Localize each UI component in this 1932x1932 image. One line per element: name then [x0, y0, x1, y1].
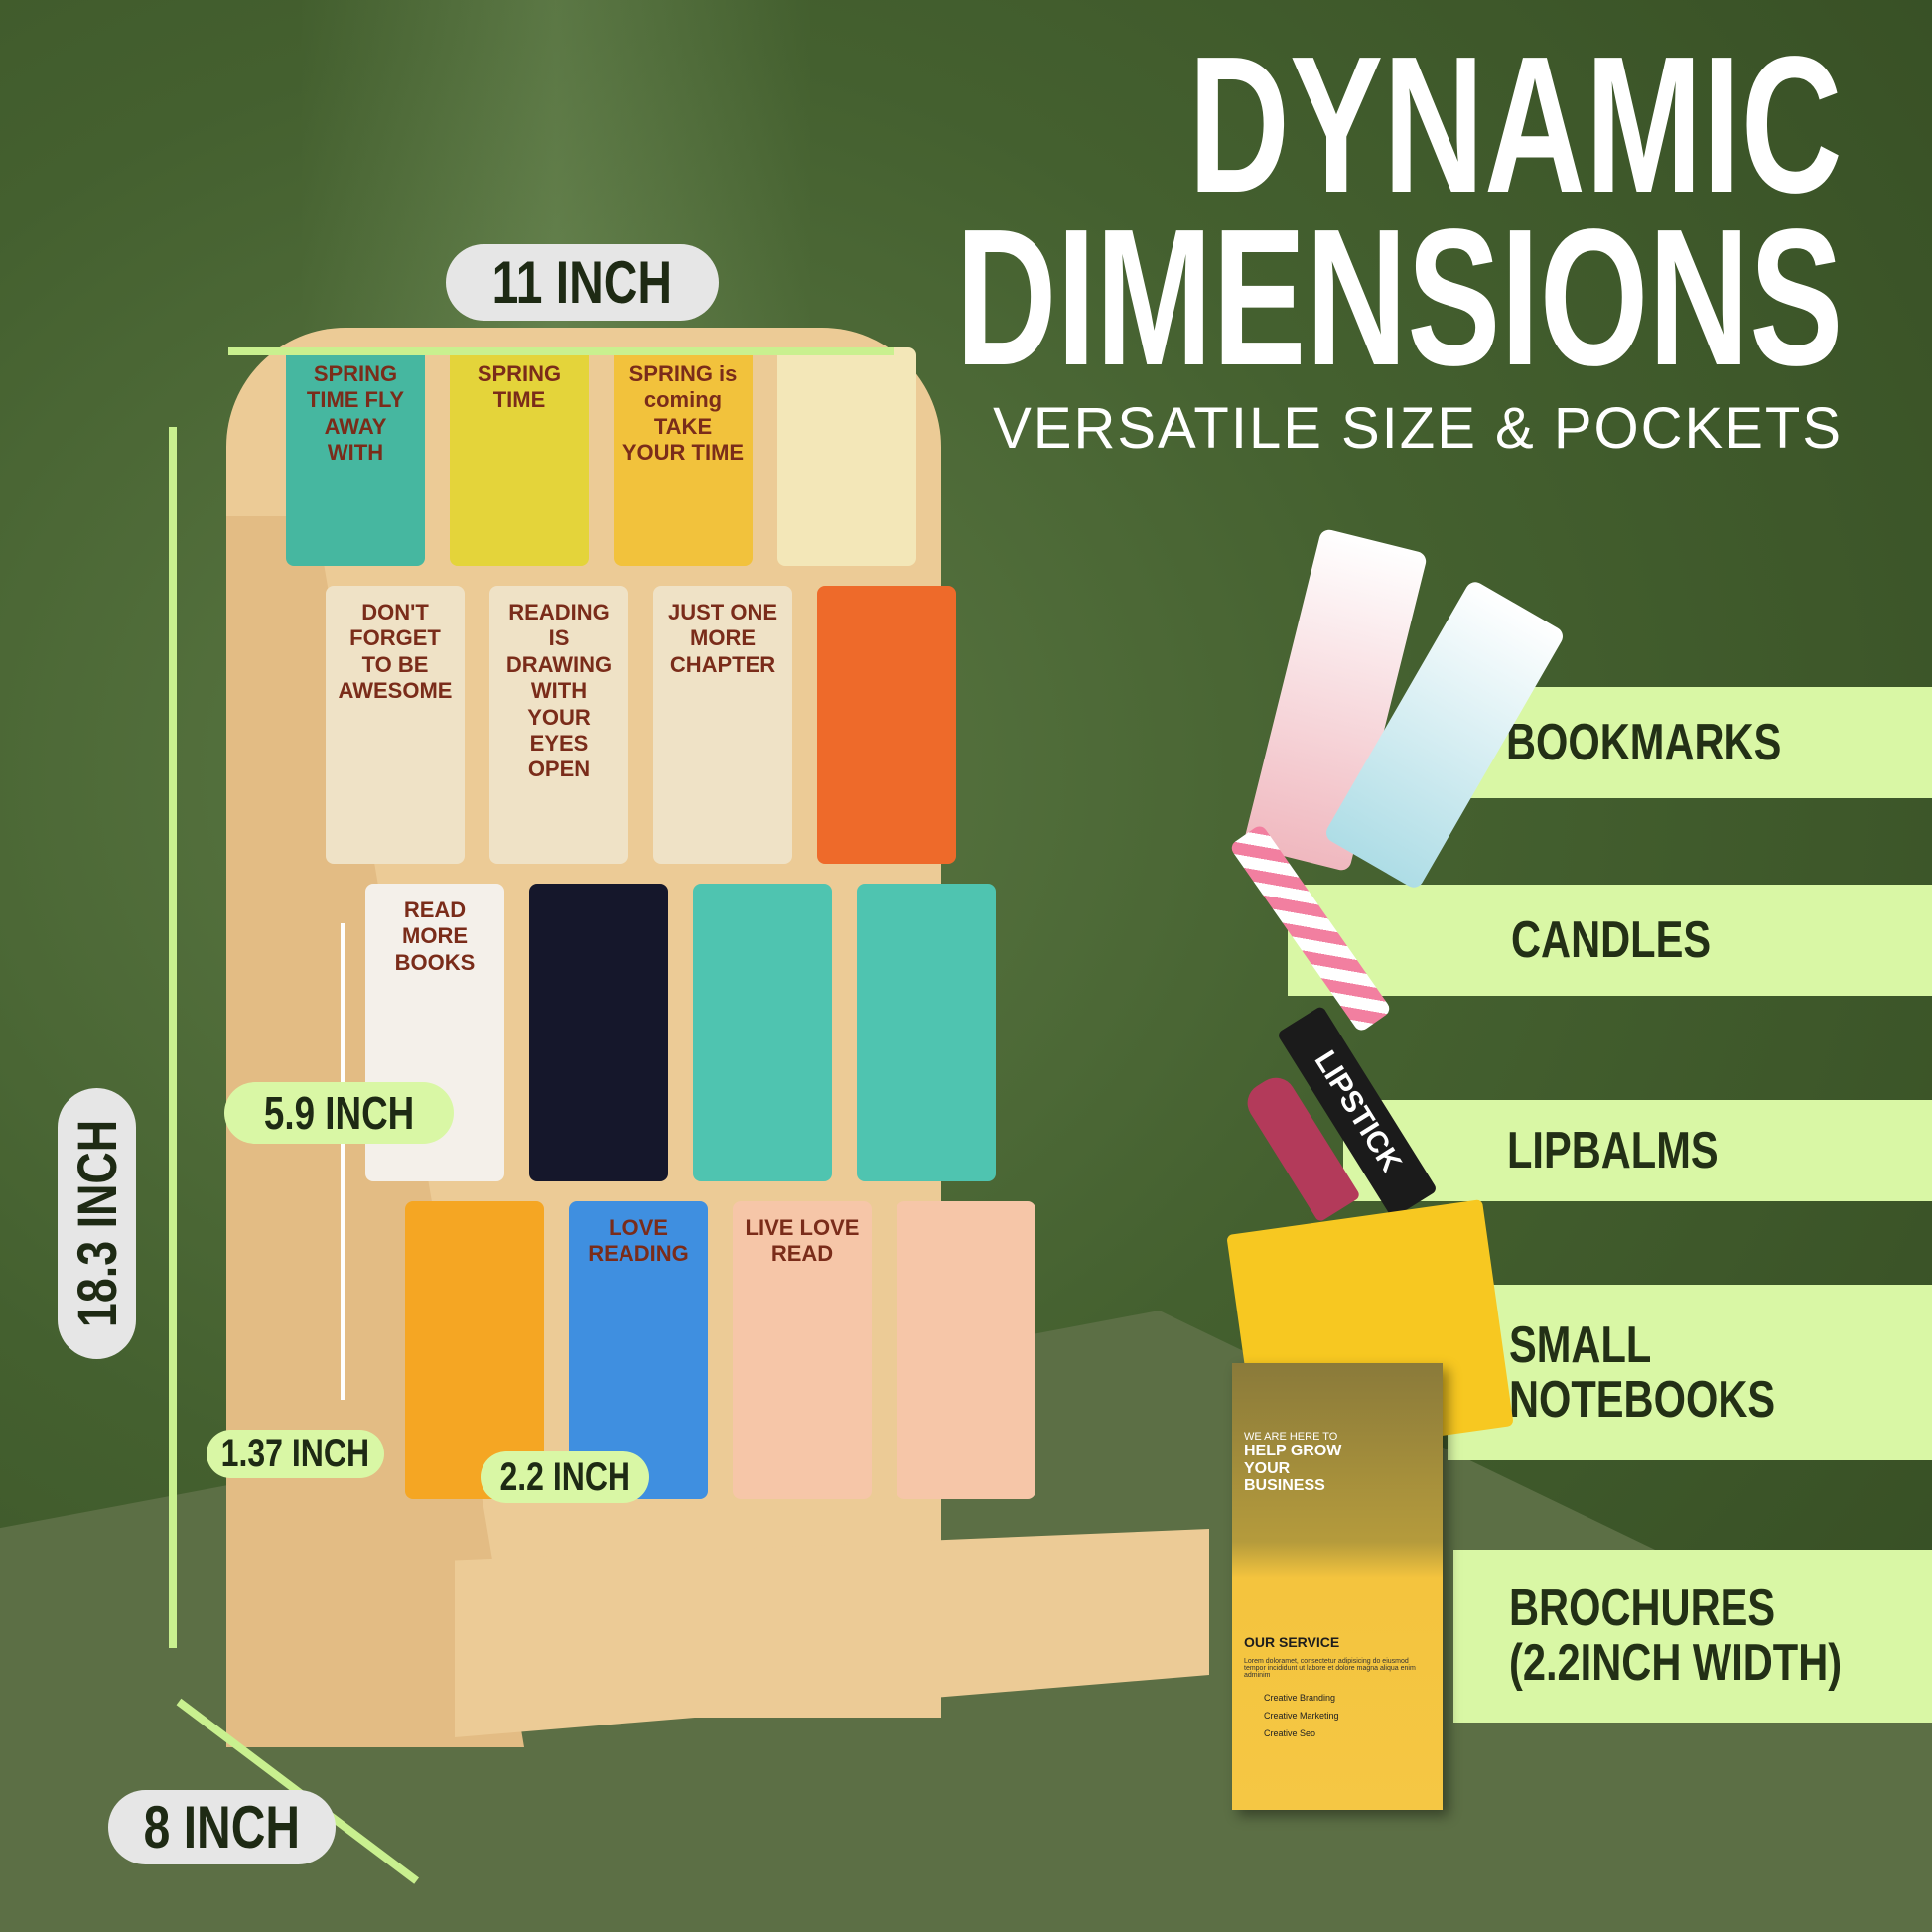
bookmark: SPRING is coming TAKE YOUR TIME: [614, 347, 753, 566]
bookmark: SPRING TIME FLY AWAY WITH: [286, 347, 425, 566]
use-brochures: BROCHURES (2.2INCH WIDTH): [1453, 1550, 1932, 1723]
brochure-service: Creative Branding: [1264, 1692, 1336, 1703]
height-label: 18.3 INCH: [58, 1088, 136, 1359]
bookmark: [857, 884, 996, 1181]
bookmark: SPRING TIME: [450, 347, 589, 566]
pocket-width-label: 2.2 INCH: [481, 1451, 649, 1503]
width-arrow: [228, 347, 894, 355]
brochure-section: OUR SERVICE: [1244, 1633, 1340, 1650]
brochure-kicker: WE ARE HERE TO: [1244, 1431, 1338, 1443]
pocket-height-label: 5.9 INCH: [224, 1082, 454, 1144]
depth-label: 8 INCH: [108, 1790, 336, 1864]
pocket-depth-label: 1.37 INCH: [207, 1430, 384, 1478]
brochure: WE ARE HERE TO HELP GROW YOUR BUSINESS O…: [1232, 1363, 1443, 1810]
pocket-height-arrow: [341, 923, 345, 1400]
height-arrow: [169, 427, 177, 1648]
bookmark: [693, 884, 832, 1181]
use-candles: CANDLES: [1288, 885, 1932, 996]
use-small-notebooks: SMALL NOTEBOOKS: [1448, 1285, 1932, 1460]
brochure-service: Creative Marketing: [1264, 1710, 1339, 1721]
brochure-headline: HELP GROW YOUR BUSINESS: [1244, 1443, 1342, 1495]
bookmark: [529, 884, 668, 1181]
use-lipbalms: LIPBALMS: [1343, 1100, 1932, 1201]
bookmark: [405, 1201, 544, 1499]
brochure-body: Lorem doloramet, consectetur adipisicing…: [1244, 1657, 1416, 1679]
bookmark: DON'T FORGET TO BE AWESOME: [326, 586, 465, 864]
subtitle: VERSATILE SIZE & POCKETS: [993, 396, 1843, 461]
bookmark: READING IS DRAWING WITH YOUR EYES OPEN: [489, 586, 628, 864]
bookmark: LOVE READING: [569, 1201, 708, 1499]
brochure-service: Creative Seo: [1264, 1727, 1316, 1738]
bookmark: [897, 1201, 1035, 1499]
width-label: 11 INCH: [446, 244, 719, 321]
bookmark: [817, 586, 956, 864]
headline-line1: DYNAMIC: [1188, 16, 1843, 233]
bookmark: [777, 347, 916, 566]
rack-base: [455, 1529, 1209, 1737]
bookmark: LIVE LOVE READ: [733, 1201, 872, 1499]
bookmark: JUST ONE MORE CHAPTER: [653, 586, 792, 864]
headline-line2: DIMENSIONS: [955, 189, 1843, 406]
